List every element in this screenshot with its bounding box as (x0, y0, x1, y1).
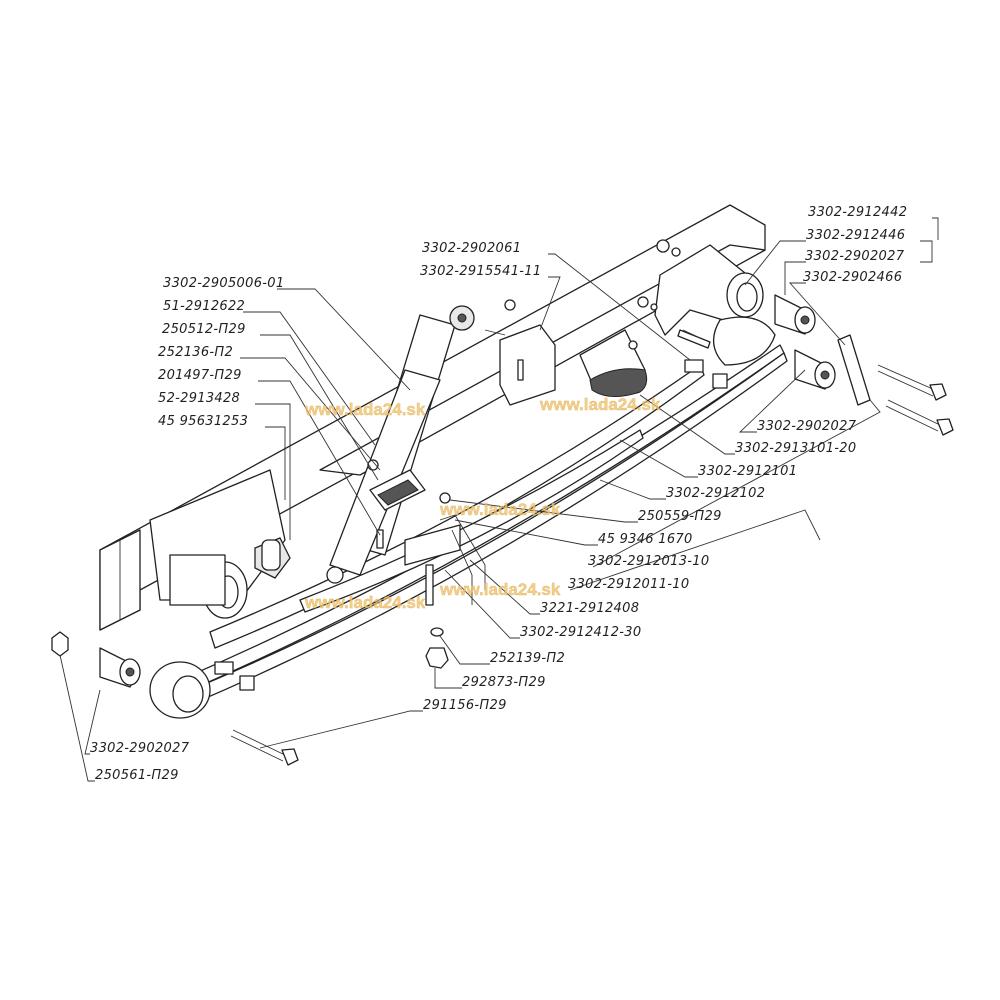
part-label: 292873-П29 (462, 675, 546, 690)
watermark: www.lada24.sk (304, 593, 426, 612)
part-label: 45 9346 1670 (598, 532, 693, 547)
part-label: 3302-2902466 (803, 270, 902, 285)
part-label: 3302-2912412-30 (520, 625, 641, 640)
part-label: 3302-2912011-10 (568, 577, 689, 592)
part-label: 3302-2905006-01 (163, 276, 284, 291)
u-bolt (261, 514, 486, 669)
part-label: 201497-П29 (158, 368, 242, 383)
part-label: 3302-2902027 (805, 249, 905, 264)
part-label: 3302-2902061 (422, 241, 521, 256)
rear-spring-bracket (149, 469, 291, 619)
part-label: 252136-П2 (158, 345, 233, 360)
part-labels: 3302-2905006-01 51-2912622 250512-П29 25… (90, 205, 907, 783)
bump-stop (367, 329, 648, 549)
watermark: www.lada24.sk (439, 580, 561, 599)
part-label: 3302-2912102 (666, 486, 765, 501)
front-spring-bracket (637, 239, 776, 366)
watermark: www.lada24.sk (539, 395, 661, 414)
part-label: 250561-П29 (95, 768, 179, 783)
part-label: 252139-П2 (490, 651, 565, 666)
shackle-and-bolts (230, 329, 954, 766)
part-label: 3302-2912442 (808, 205, 907, 220)
part-label: 3302-2902027 (757, 419, 857, 434)
leaf-spring (149, 344, 788, 719)
upper-shock-bracket (484, 299, 556, 406)
watermark: www.lada24.sk (439, 500, 561, 519)
part-label: 3302-2912013-10 (588, 554, 709, 569)
part-label: 3302-2913101-20 (735, 441, 856, 456)
watermarks: www.lada24.sk www.lada24.sk www.lada24.s… (304, 395, 661, 612)
part-label: 3302-2915541-11 (420, 264, 541, 279)
leader-lines (59, 217, 939, 782)
part-label: 3302-2912101 (698, 464, 797, 479)
part-label: 250512-П29 (162, 322, 246, 337)
part-label: 45 95631253 (158, 414, 248, 429)
part-label: 250559-П29 (638, 509, 722, 524)
part-label: 51-2912622 (163, 299, 245, 314)
part-label: 291156-П29 (423, 698, 507, 713)
watermark: www.lada24.sk (304, 400, 426, 419)
part-label: 3221-2912408 (540, 601, 639, 616)
part-label: 3302-2902027 (90, 741, 190, 756)
part-label: 3302-2912446 (806, 228, 905, 243)
bushings (51, 294, 836, 688)
part-label: 52-2913428 (158, 391, 240, 406)
